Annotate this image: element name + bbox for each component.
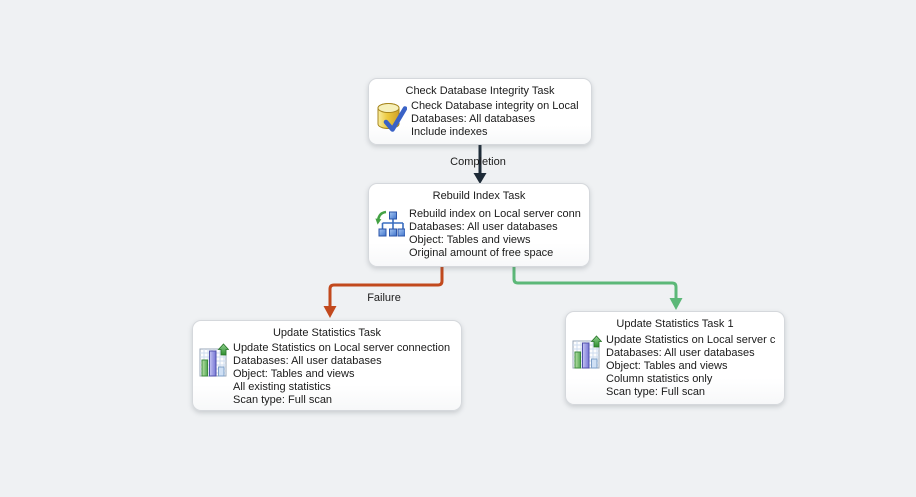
- task-detail-line: Update Statistics on Local server c: [606, 334, 776, 346]
- task-detail-line: Databases: All databases: [411, 113, 536, 125]
- task-detail-line: Update Statistics on Local server connec…: [233, 342, 451, 354]
- completion-connector-label: Completion: [450, 156, 506, 168]
- task-title: Update Statistics Task: [272, 327, 381, 339]
- task-detail-line: Include indexes: [411, 126, 488, 138]
- success-connector[interactable]: [512, 267, 683, 310]
- update-statistics-icon: [572, 335, 603, 374]
- task-detail-line: Original amount of free space: [409, 247, 554, 259]
- failure-connector-label: Failure: [367, 292, 401, 304]
- task-detail-line: Scan type: Full scan: [606, 386, 706, 398]
- rebuild-index-icon: [375, 209, 406, 242]
- task-title: Rebuild Index Task: [432, 190, 526, 202]
- task-detail-line: Check Database integrity on Local: [411, 100, 579, 112]
- task-detail-line: Databases: All user databases: [606, 347, 755, 359]
- task-detail-line: Rebuild index on Local server conn: [409, 208, 581, 220]
- task-detail-line: Databases: All user databases: [409, 221, 558, 233]
- update-statistics-icon: [199, 343, 230, 382]
- task-detail-line: Object: Tables and views: [409, 234, 531, 246]
- task-detail-line: Scan type: Full scan: [233, 394, 333, 406]
- task-detail-line: Object: Tables and views: [233, 368, 355, 380]
- task-title: Check Database Integrity Task: [405, 85, 555, 97]
- task-detail-line: Column statistics only: [606, 373, 713, 385]
- task-rebuild-index[interactable]: Rebuild Index Task: [368, 183, 590, 267]
- database-check-icon: [375, 101, 408, 140]
- task-update-statistics[interactable]: Update Statistics Task: [192, 320, 462, 411]
- task-check-database-integrity[interactable]: Check Database Integrity Task Check Data…: [368, 78, 592, 145]
- task-detail-line: Object: Tables and views: [606, 360, 728, 372]
- task-detail-line: All existing statistics: [233, 381, 331, 393]
- task-update-statistics-1[interactable]: Update Statistics Task 1 Update Statisti…: [565, 311, 785, 405]
- task-title: Update Statistics Task 1: [616, 318, 734, 330]
- task-detail-line: Databases: All user databases: [233, 355, 382, 367]
